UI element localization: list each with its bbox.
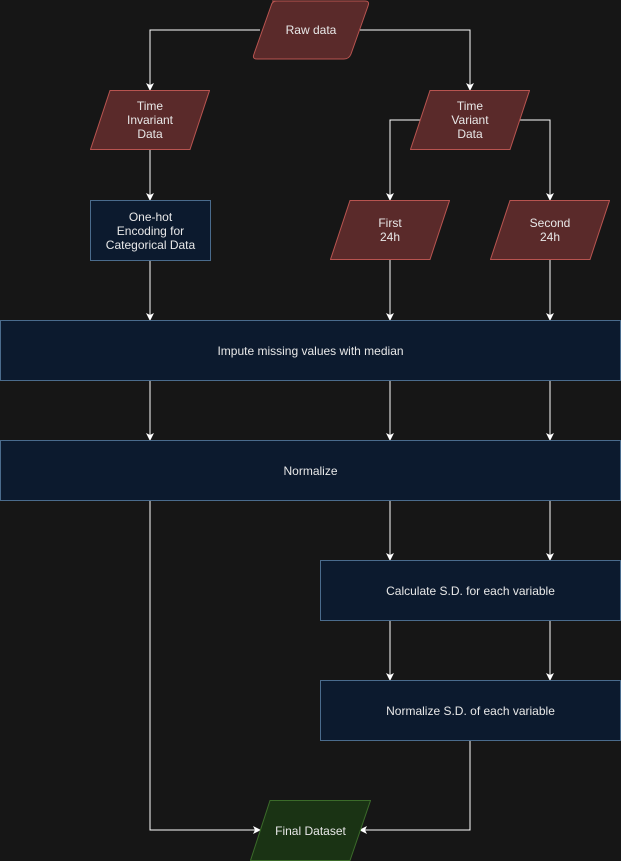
calc-sd-label: Calculate S.D. for each variable <box>386 583 555 598</box>
final-dataset-node: Final Dataset <box>250 800 371 861</box>
time-invariant-node: Time Invariant Data <box>90 90 210 150</box>
normalize-sd-node: Normalize S.D. of each variable <box>320 680 621 741</box>
impute-node: Impute missing values with median <box>0 320 621 381</box>
first-24h-node: First 24h <box>330 200 450 260</box>
arrow-variant-to-second <box>520 119 554 201</box>
one-hot-node: One-hot Encoding for Categorical Data <box>90 200 211 261</box>
arrow-normsd-to-final <box>359 740 471 834</box>
one-hot-label: One-hot Encoding for Categorical Data <box>105 209 196 252</box>
second-24h-node: Second 24h <box>490 200 610 260</box>
second-24h-label: Second 24h <box>529 216 571 244</box>
impute-label: Impute missing values with median <box>217 343 404 358</box>
normalize-node: Normalize <box>0 440 621 501</box>
final-dataset-label: Final Dataset <box>275 823 346 838</box>
time-variant-node: Time Variant Data <box>410 90 530 150</box>
normalize-label: Normalize <box>283 463 338 478</box>
arrow-raw-to-variant <box>360 29 474 91</box>
calc-sd-node: Calculate S.D. for each variable <box>320 560 621 621</box>
time-variant-label: Time Variant Data <box>451 99 489 141</box>
arrow-raw-to-invariant <box>146 29 260 91</box>
first-24h-label: First 24h <box>378 216 402 244</box>
arrow-variant-to-first <box>386 119 420 201</box>
raw-data-label: Raw data <box>285 23 337 37</box>
time-invariant-label: Time Invariant Data <box>126 99 174 141</box>
arrow-normalize-to-final <box>149 500 261 834</box>
normalize-sd-label: Normalize S.D. of each variable <box>386 703 555 718</box>
raw-data-node: Raw data <box>252 0 370 60</box>
